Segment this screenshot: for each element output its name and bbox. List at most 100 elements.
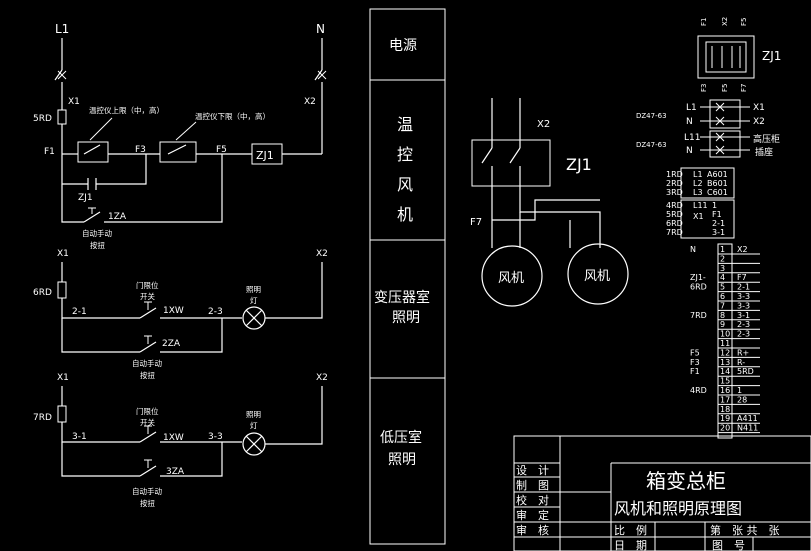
upper-limit-switch	[77, 141, 109, 163]
column-fan-1: 温	[397, 115, 413, 134]
lighting-circuit-2: X1 X2 6RD 2-1 门限位 开关 1XW 2-3 照明 灯 2ZA 自动…	[33, 249, 328, 380]
tb-top-right-2: C601	[707, 188, 728, 197]
lamp-3-label-2: 灯	[250, 420, 258, 430]
terminal-row-left: 6RD	[690, 283, 707, 292]
btn-1za-label: 1ZA	[108, 212, 127, 222]
tb-mid-right-3: 3-1	[712, 228, 725, 237]
terminal-row-num: 13	[720, 358, 730, 367]
column-lv-light-1: 低压室	[380, 429, 422, 446]
breaker-1-out-x2: X2	[753, 117, 765, 127]
btn-3za-desc-1: 自动手动	[132, 486, 162, 496]
breaker-diagrams: DZ47-63 L1 N X1 X2 DZ47-63 L11 N 高压柜 插座	[636, 99, 780, 158]
breaker-1-model: DZ47-63	[636, 112, 667, 120]
column-fan-2: 控	[397, 145, 413, 164]
column-fan-4: 机	[397, 205, 413, 224]
tb-top-right-0: A601	[707, 170, 728, 179]
breaker-2-out-socket: 插座	[755, 146, 773, 158]
relay-coil-label: ZJ1	[256, 149, 274, 162]
terminal-row-right: A411	[737, 414, 758, 423]
tb-mid-left-3: 7RD	[666, 228, 683, 237]
relay-pin-f5b: F5	[721, 84, 729, 92]
terminal-row-right: X2	[737, 245, 748, 254]
btn-3za-desc-2: 按扭	[140, 498, 155, 508]
tb-reviewer: 审 核	[516, 523, 549, 537]
column-fan-3: 风	[397, 175, 413, 194]
tb-top-mid-0: L1	[693, 170, 703, 179]
lighting-circuit-3: X1 X2 7RD 3-1 门限位 开关 1XW 3-3 照明 灯 3ZA 自动…	[33, 373, 328, 508]
ckt3-x2-label: X2	[316, 373, 328, 383]
btn-2za-label: 2ZA	[162, 339, 181, 349]
terminal-row-num: 17	[720, 395, 730, 404]
upper-limit-label: 温控仪上限（中，高）	[89, 105, 164, 115]
btn-2za-desc-1: 自动手动	[132, 358, 162, 368]
terminal-row-right: 5RD	[737, 367, 754, 376]
ckt2-door-tag: 1XW	[163, 306, 184, 316]
ckt3-door-1: 门限位	[136, 406, 159, 416]
relay-pin-diagram: F1 X2 F5 F3 F5 F7 ZJ1	[697, 17, 781, 92]
relay-pin-x2: X2	[721, 17, 729, 26]
fan-relay-label: ZJ1	[566, 155, 592, 174]
fuse-7rd	[57, 405, 67, 423]
ckt2-door-2: 开关	[140, 291, 155, 301]
terminal-row-left: F1	[690, 367, 700, 376]
tb-top-mid-2: L3	[693, 188, 703, 197]
n-label: N	[316, 22, 325, 36]
column-tx-light-2: 照明	[392, 310, 420, 326]
terminal-row-num: 2	[720, 254, 725, 263]
btn-3za-label: 3ZA	[166, 467, 185, 477]
relay-pin-f1: F1	[700, 18, 708, 26]
terminal-row-num: 18	[720, 405, 730, 414]
fan-f7-label: F7	[470, 217, 482, 228]
f5-label: F5	[216, 145, 227, 155]
fan-x2-label: X2	[537, 119, 550, 130]
terminal-row-num: 7	[720, 301, 725, 310]
breaker-2-in-n: N	[686, 146, 693, 156]
control-circuit-1: L1 N 5RD X1 F1 温控仪上限（中，高） F3 温控仪下限（中，高） …	[33, 22, 327, 250]
tb-approver: 审 定	[516, 508, 549, 522]
terminal-row-left: ZJ1-	[690, 273, 706, 282]
terminal-row-left: 7RD	[690, 311, 707, 320]
f3-label: F3	[135, 145, 146, 155]
fuse-5rd-label: 5RD	[33, 114, 52, 124]
tb-date: 日 期	[614, 539, 647, 551]
terminal-row-left: F3	[690, 358, 700, 367]
ckt2-x2-label: X2	[316, 249, 328, 259]
tb-mid-left-1: 5RD	[666, 210, 683, 219]
tb-drawing-no: 图 号	[712, 539, 745, 551]
terminal-row-num: 4	[720, 273, 725, 282]
breaker-1-in-n: N	[686, 117, 693, 127]
terminal-row-right: 28	[737, 395, 747, 404]
lamp-2-label-1: 照明	[246, 285, 261, 294]
tb-top-right-1: B601	[707, 179, 728, 188]
terminal-row-num: 11	[720, 339, 730, 348]
btn-1za-desc-2: 按扭	[90, 240, 105, 250]
terminal-row-num: 19	[720, 414, 730, 423]
terminal-row-right: R+	[737, 348, 749, 357]
tb-mid-right-2: 2-1	[712, 219, 725, 228]
terminal-row-num: 1	[720, 245, 725, 254]
ckt2-door-1: 门限位	[136, 280, 159, 290]
f1-label: F1	[44, 147, 55, 157]
ckt3-wire-right: 3-3	[208, 432, 223, 442]
lower-limit-label: 温控仪下限（中，高）	[195, 111, 270, 121]
tb-top-left-1: 2RD	[666, 179, 683, 188]
fan-motor-1-label: 风机	[498, 271, 524, 286]
fuse-6rd	[57, 281, 67, 299]
breaker-1-in-l1: L1	[686, 103, 697, 113]
terminal-row-num: 5	[720, 283, 725, 292]
fan-motor-2-label: 风机	[584, 269, 610, 284]
tb-mid-right-1: F1	[712, 210, 722, 219]
ckt2-x1-label: X1	[57, 249, 69, 259]
breaker-2-model: DZ47-63	[636, 141, 667, 149]
fuse-5rd	[57, 109, 67, 125]
x2-label: X2	[304, 97, 316, 107]
fan-motor-circuit: X2 ZJ1 F7 风机 风机	[470, 98, 629, 307]
relay-pin-f7: F7	[740, 84, 748, 92]
column-lv-light-2: 照明	[388, 452, 416, 468]
terminal-block: 1RD2RD3RDL1L2L3A601B601C6014RD5RD6RD7RDL…	[666, 167, 760, 439]
breaker-2-out-hv: 高压柜	[753, 133, 780, 145]
tb-drafter: 制 图	[516, 479, 549, 492]
terminal-row-right: 3-3	[737, 301, 750, 310]
tb-mid-left-2: 6RD	[666, 219, 683, 228]
terminal-row-num: 14	[720, 367, 730, 376]
